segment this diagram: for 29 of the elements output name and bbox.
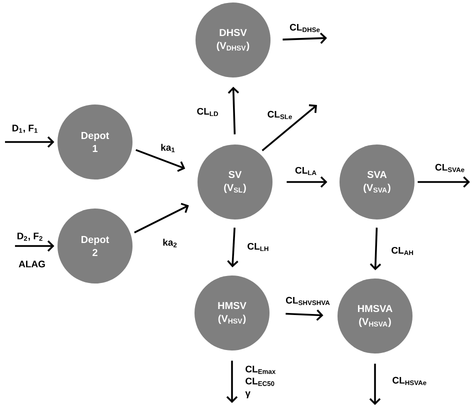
arrow [282, 32, 327, 44]
arrow [286, 176, 328, 188]
arrow [5, 136, 54, 148]
edge-label: CL$_{AH}$ [392, 246, 414, 256]
edge-label: ka$_{1}$ [161, 144, 175, 152]
edge-label: CL$_{Emax}$ CL$_{EC50}$ γ [245, 366, 276, 398]
edge-label: CL$_{LA}$ [295, 166, 316, 176]
arrow [369, 364, 381, 405]
arrow [226, 360, 238, 403]
edge-label: D$_{2}$, F$_{2}$ [17, 232, 42, 241]
arrow [136, 149, 186, 172]
edge-label: D$_{1}$, F$_{1}$ [12, 124, 38, 133]
arrow [15, 240, 54, 252]
edge-label: ka$_{2}$ [163, 238, 177, 248]
edge-label: CL$_{SLe}$ [268, 110, 292, 120]
input-label: ALAG [18, 260, 45, 268]
edge-label: CL$_{SVAe}$ [435, 164, 464, 172]
edge-label: CL$_{HSVAe}$ [392, 376, 426, 386]
edge-label: CL$_{LD}$ [197, 108, 218, 116]
arrow [228, 86, 240, 134]
arrow [262, 104, 317, 152]
arrow [286, 310, 324, 321]
edge-label: CL$_{SHVSHVA}$ [286, 296, 330, 306]
arrow [418, 176, 470, 188]
arrow [370, 228, 382, 270]
arrow [134, 202, 189, 234]
arrow [227, 228, 238, 268]
edge-label: CL$_{LH}$ [248, 242, 268, 252]
edge-label: CL$_{DHSe}$ [290, 24, 320, 32]
